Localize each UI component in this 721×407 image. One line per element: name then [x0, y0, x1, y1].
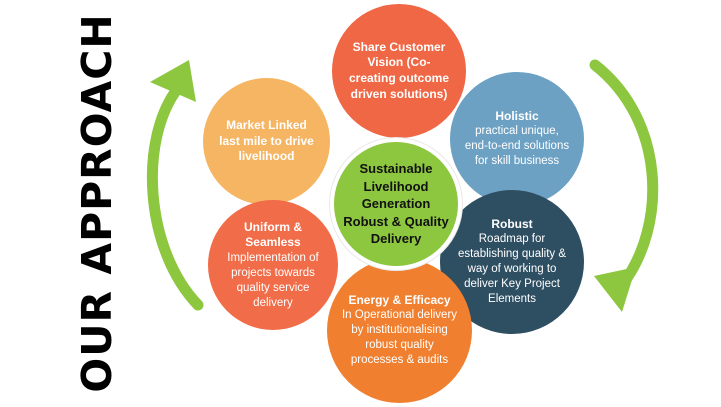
left-cycle-arrow: [146, 82, 204, 311]
center-hub: Sustainable Livelihood Generation Robust…: [330, 138, 462, 270]
petal-upper-right-body: practical unique, end-to-end solutions f…: [464, 125, 570, 168]
center-line-4: Robust & Quality: [343, 213, 449, 229]
center-line-2: Livelihood: [363, 178, 429, 194]
right-cycle-arrow: [589, 59, 659, 291]
petal-top-text: Share Customer Vision (Co-creating outco…: [348, 39, 450, 101]
petal-lower-left: Uniform & Seamless Implementation of pro…: [208, 200, 338, 330]
petal-top: Share Customer Vision (Co-creating outco…: [332, 4, 466, 138]
petal-bottom-title: Energy & Efficacy: [348, 292, 451, 307]
petal-lower-left-body: Implementation of projects towards quali…: [227, 251, 319, 309]
left-arrow-head: [150, 60, 196, 102]
petal-lower-right-body: Roadmap for establishing quality & way o…: [457, 233, 567, 306]
petal-bottom-body: In Operational delivery by institutional…: [341, 309, 458, 367]
right-arrow-head: [594, 267, 636, 312]
petal-lower-left-title: Uniform & Seamless: [244, 219, 302, 250]
petal-upper-right-title: Holistic: [495, 108, 539, 123]
center-line-5: Delivery: [370, 231, 422, 247]
center-line-1: Sustainable: [359, 161, 433, 177]
petal-lower-right-title: Robust: [491, 216, 533, 231]
petal-upper-right: Holistic practical unique, end-to-end so…: [450, 72, 584, 206]
petal-upper-left-text: Market Linked last mile to drive livelih…: [219, 118, 314, 164]
petal-upper-left: Market Linked last mile to drive livelih…: [203, 78, 330, 205]
center-line-3: Generation: [361, 196, 431, 212]
petal-bottom: Energy & Efficacy In Operational deliver…: [327, 258, 472, 403]
